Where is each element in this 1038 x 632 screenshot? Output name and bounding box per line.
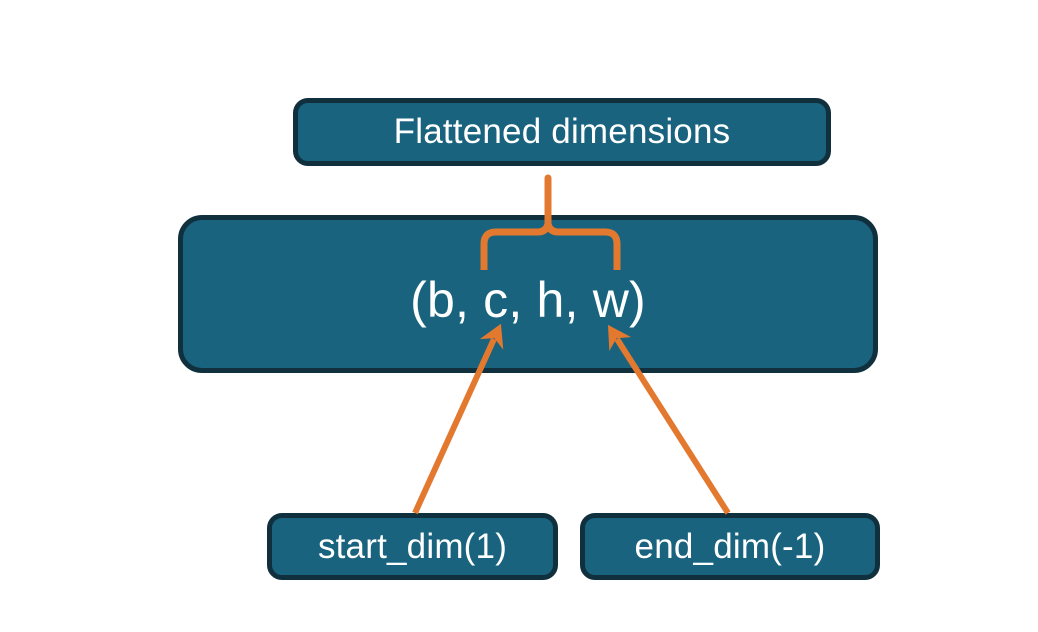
node-end-dim-label: end_dim(-1)	[634, 526, 826, 566]
node-flattened-dimensions-label: Flattened dimensions	[393, 112, 731, 151]
node-tensor-shape[interactable]: (b, c, h, w)	[178, 215, 878, 373]
node-tensor-shape-label: (b, c, h, w)	[410, 272, 646, 328]
node-flattened-dimensions[interactable]: Flattened dimensions	[293, 98, 831, 166]
node-start-dim-label: start_dim(1)	[317, 526, 508, 566]
node-start-dim[interactable]: start_dim(1)	[267, 513, 558, 580]
node-end-dim[interactable]: end_dim(-1)	[580, 513, 880, 580]
